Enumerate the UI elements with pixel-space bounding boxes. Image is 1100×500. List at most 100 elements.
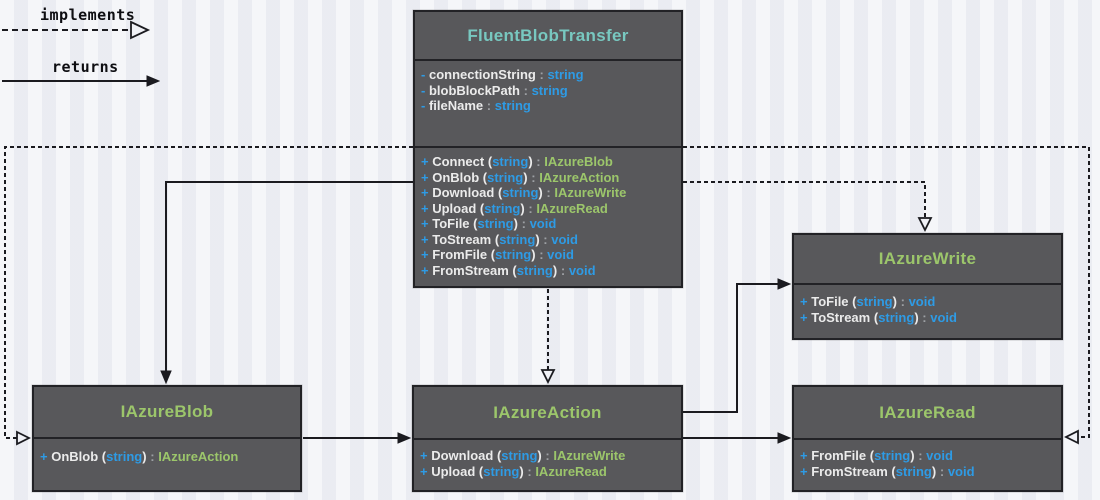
member-name: Connect bbox=[432, 154, 485, 169]
class-box-iazureblob: IAzureBlob + OnBlob (string) : IAzureAct… bbox=[32, 385, 302, 492]
colon: : bbox=[150, 449, 155, 464]
visibility-sign: + bbox=[421, 200, 429, 216]
param-type: string bbox=[499, 231, 536, 247]
colon: : bbox=[521, 216, 526, 231]
colon: : bbox=[531, 169, 536, 185]
close-paren: ) bbox=[531, 247, 536, 262]
visibility-sign: + bbox=[420, 448, 428, 463]
param-type: string bbox=[106, 449, 143, 464]
member-name: fileName bbox=[428, 98, 484, 113]
open-paren: ( bbox=[490, 247, 496, 262]
method-OnBlob: + OnBlob (string) : IAzureAction bbox=[421, 170, 681, 186]
method-ToFile: + ToFile (string) : void bbox=[800, 294, 1061, 310]
method-Download: + Download (string) : IAzureWrite bbox=[420, 448, 681, 464]
visibility-sign: + bbox=[421, 262, 429, 278]
attribute-type: string bbox=[547, 67, 584, 82]
method-FromStream: + FromStream (string) : void bbox=[421, 263, 681, 279]
member-name: OnBlob bbox=[432, 169, 480, 185]
param-type: string bbox=[492, 154, 529, 169]
return-type: IAzureRead bbox=[535, 463, 607, 479]
close-paren: ) bbox=[537, 448, 542, 463]
class-box-iazureaction: IAzureAction + Download (string) : IAzur… bbox=[412, 385, 683, 492]
member-name: Upload bbox=[432, 200, 477, 216]
methods-section: + Connect (string) : IAzureBlob+ OnBlob … bbox=[415, 148, 681, 286]
close-paren: ) bbox=[142, 449, 147, 464]
return-type: void bbox=[926, 448, 953, 463]
method-FromFile: + FromFile (string) : void bbox=[800, 448, 1061, 464]
class-title: IAzureAction bbox=[414, 387, 681, 440]
param-type: string bbox=[874, 448, 911, 463]
method-Upload: + Upload (string) : IAzureRead bbox=[420, 464, 681, 480]
param-type: string bbox=[483, 463, 520, 479]
close-paren: ) bbox=[519, 463, 524, 479]
close-paren: ) bbox=[552, 262, 558, 278]
param-type: string bbox=[477, 216, 514, 231]
visibility-sign: + bbox=[800, 294, 808, 309]
close-paren: ) bbox=[538, 185, 543, 200]
colon: : bbox=[528, 200, 533, 216]
method-FromStream: + FromStream (string) : void bbox=[800, 464, 1061, 480]
close-paren: ) bbox=[513, 216, 518, 231]
member-name: Upload bbox=[431, 463, 476, 479]
close-paren: ) bbox=[535, 231, 540, 247]
return-type: IAzureRead bbox=[536, 200, 608, 216]
close-paren: ) bbox=[520, 200, 525, 216]
member-name: Download bbox=[431, 448, 494, 463]
open-paren: ( bbox=[478, 463, 484, 479]
close-paren: ) bbox=[914, 309, 919, 325]
close-paren: ) bbox=[910, 448, 915, 463]
visibility-sign: + bbox=[421, 231, 429, 247]
param-type: string bbox=[895, 463, 932, 479]
attribute-type: string bbox=[494, 98, 531, 113]
colon: : bbox=[523, 82, 528, 98]
open-paren: ( bbox=[479, 200, 485, 216]
return-type: void bbox=[529, 216, 557, 231]
open-paren: ( bbox=[487, 154, 493, 169]
colon: : bbox=[539, 67, 544, 82]
open-paren: ( bbox=[869, 448, 875, 463]
return-type: void bbox=[908, 294, 936, 309]
visibility-sign: + bbox=[800, 463, 808, 479]
param-type: string bbox=[495, 247, 532, 262]
open-paren: ( bbox=[473, 216, 478, 231]
visibility-sign: + bbox=[40, 449, 48, 464]
return-type: IAzureBlob bbox=[544, 154, 613, 169]
method-ToStream: + ToStream (string) : void bbox=[421, 232, 681, 248]
colon: : bbox=[539, 247, 544, 262]
method-FromFile: + FromFile (string) : void bbox=[421, 247, 681, 263]
member-name: ToStream bbox=[432, 231, 492, 247]
member-name: connectionString bbox=[428, 67, 536, 82]
edge-implements-iazurewrite bbox=[683, 181, 925, 230]
method-OnBlob: + OnBlob (string) : IAzureAction bbox=[40, 449, 300, 465]
legend-returns-label: returns bbox=[52, 58, 119, 76]
method-Connect: + Connect (string) : IAzureBlob bbox=[421, 154, 681, 170]
class-title: IAzureRead bbox=[794, 387, 1061, 440]
colon: : bbox=[543, 231, 548, 247]
param-type: string bbox=[501, 448, 538, 463]
methods-section: + FromFile (string) : void+ FromStream (… bbox=[794, 440, 1061, 490]
return-type: void bbox=[930, 309, 957, 325]
open-paren: ( bbox=[496, 448, 502, 463]
colon: : bbox=[486, 98, 492, 113]
attribute-blobBlockPath: - blobBlockPath : string bbox=[421, 83, 681, 99]
class-box-iazurewrite: IAzureWrite + ToFile (string) : void+ To… bbox=[792, 233, 1063, 340]
member-name: ToFile bbox=[432, 216, 470, 231]
class-title: IAzureWrite bbox=[794, 235, 1061, 285]
close-paren: ) bbox=[892, 294, 897, 309]
colon: : bbox=[527, 463, 532, 479]
param-type: string bbox=[878, 309, 915, 325]
param-type: string bbox=[502, 185, 539, 200]
member-name: FromFile bbox=[811, 448, 867, 463]
visibility-sign: + bbox=[421, 154, 429, 169]
close-paren: ) bbox=[523, 169, 528, 185]
visibility-sign: + bbox=[800, 309, 808, 325]
visibility-sign: + bbox=[421, 185, 429, 200]
member-name: Download bbox=[432, 185, 495, 200]
edge-returns-download-iazurewrite bbox=[683, 284, 789, 413]
visibility-sign: - bbox=[421, 82, 426, 98]
legend-implements-label: implements bbox=[40, 6, 136, 24]
attribute-type: string bbox=[531, 82, 568, 98]
param-type: string bbox=[484, 200, 521, 216]
attribute-fileName: - fileName : string bbox=[421, 98, 681, 114]
